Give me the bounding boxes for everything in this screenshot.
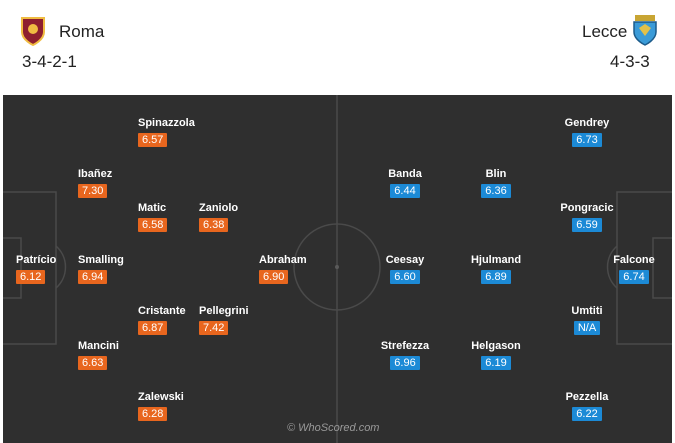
player-name: Abraham bbox=[259, 254, 307, 266]
player-hjulmand[interactable]: Hjulmand 6.89 bbox=[461, 254, 531, 285]
player-name: Falcone bbox=[613, 254, 655, 266]
player-zaniolo[interactable]: Zaniolo 6.38 bbox=[199, 202, 269, 233]
player-ibanez[interactable]: Ibañez 7.30 bbox=[78, 168, 148, 199]
player-name: Smalling bbox=[78, 254, 124, 266]
player-name: Cristante bbox=[138, 305, 186, 317]
lecce-crest-icon bbox=[633, 15, 657, 46]
player-name: Pongracic bbox=[560, 202, 614, 214]
player-name: Gendrey bbox=[564, 117, 610, 129]
player-spinazzola[interactable]: Spinazzola 6.57 bbox=[138, 117, 208, 148]
player-rating: 6.57 bbox=[138, 133, 168, 147]
player-rating: 6.36 bbox=[481, 184, 511, 198]
player-abraham[interactable]: Abraham 6.90 bbox=[259, 254, 329, 285]
player-banda[interactable]: Banda 6.44 bbox=[370, 168, 440, 199]
home-team-name: Roma bbox=[59, 22, 105, 41]
player-rating: 6.90 bbox=[259, 270, 289, 284]
player-blin[interactable]: Blin 6.36 bbox=[461, 168, 531, 199]
pitch-markings bbox=[3, 95, 672, 443]
player-name: Pezzella bbox=[565, 391, 609, 403]
player-smalling[interactable]: Smalling 6.94 bbox=[78, 254, 148, 285]
player-rating: 6.58 bbox=[138, 218, 168, 232]
player-rating: 6.44 bbox=[390, 184, 420, 198]
player-rating: 6.89 bbox=[481, 270, 511, 284]
player-name: Pellegrini bbox=[199, 305, 249, 317]
away-formation: 4-3-3 bbox=[610, 52, 650, 71]
player-umtiti[interactable]: Umtiti N/A bbox=[552, 305, 622, 336]
home-formation: 3-4-2-1 bbox=[22, 52, 77, 71]
player-name: Ceesay bbox=[385, 254, 425, 266]
player-pezzella[interactable]: Pezzella 6.22 bbox=[552, 391, 622, 422]
player-matic[interactable]: Matic 6.58 bbox=[138, 202, 208, 233]
pitch bbox=[3, 95, 672, 443]
player-rating: 6.19 bbox=[481, 356, 511, 370]
player-rating: 6.96 bbox=[390, 356, 420, 370]
player-rating: 6.73 bbox=[572, 133, 602, 147]
player-rating: 6.28 bbox=[138, 407, 168, 421]
player-strefezza[interactable]: Strefezza 6.96 bbox=[370, 340, 440, 371]
player-rating: 6.94 bbox=[78, 270, 108, 284]
player-name: Banda bbox=[388, 168, 422, 180]
player-pongracic[interactable]: Pongracic 6.59 bbox=[552, 202, 622, 233]
player-rating: 6.12 bbox=[16, 270, 46, 284]
player-helgason[interactable]: Helgason 6.19 bbox=[461, 340, 531, 371]
away-team-name: Lecce bbox=[582, 22, 628, 41]
player-cristante[interactable]: Cristante 6.87 bbox=[138, 305, 208, 336]
player-rating: 6.60 bbox=[390, 270, 420, 284]
player-rating: 7.30 bbox=[78, 184, 108, 198]
player-rating: 6.22 bbox=[572, 407, 602, 421]
player-name: Ibañez bbox=[78, 168, 113, 180]
player-name: Blin bbox=[485, 168, 507, 180]
roma-crest-icon bbox=[21, 17, 45, 46]
player-name: Helgason bbox=[471, 340, 521, 352]
player-name: Patrício bbox=[16, 254, 57, 266]
player-rating: 6.59 bbox=[572, 218, 602, 232]
player-patricio[interactable]: Patrício 6.12 bbox=[16, 254, 86, 285]
player-rating: 6.87 bbox=[138, 321, 168, 335]
player-gendrey[interactable]: Gendrey 6.73 bbox=[552, 117, 622, 148]
player-zalewski[interactable]: Zalewski 6.28 bbox=[138, 391, 208, 422]
player-rating: 6.63 bbox=[78, 356, 108, 370]
player-name: Matic bbox=[138, 202, 167, 214]
player-ceesay[interactable]: Ceesay 6.60 bbox=[370, 254, 440, 285]
player-pellegrini[interactable]: Pellegrini 7.42 bbox=[199, 305, 269, 336]
player-name: Zaniolo bbox=[199, 202, 239, 214]
watermark-text: © WhoScored.com bbox=[287, 422, 380, 434]
player-rating: N/A bbox=[573, 321, 601, 335]
player-name: Hjulmand bbox=[470, 254, 522, 266]
player-name: Mancini bbox=[78, 340, 119, 352]
player-name: Umtiti bbox=[571, 305, 603, 317]
match-header: Roma 3-4-2-1 Lecce 4-3-3 bbox=[0, 0, 675, 95]
player-name: Zalewski bbox=[138, 391, 184, 403]
player-mancini[interactable]: Mancini 6.63 bbox=[78, 340, 148, 371]
player-rating: 7.42 bbox=[199, 321, 229, 335]
player-rating: 6.38 bbox=[199, 218, 229, 232]
player-name: Spinazzola bbox=[138, 117, 195, 129]
player-name: Strefezza bbox=[380, 340, 430, 352]
player-falcone[interactable]: Falcone 6.74 bbox=[606, 254, 662, 285]
player-rating: 6.74 bbox=[619, 270, 649, 284]
